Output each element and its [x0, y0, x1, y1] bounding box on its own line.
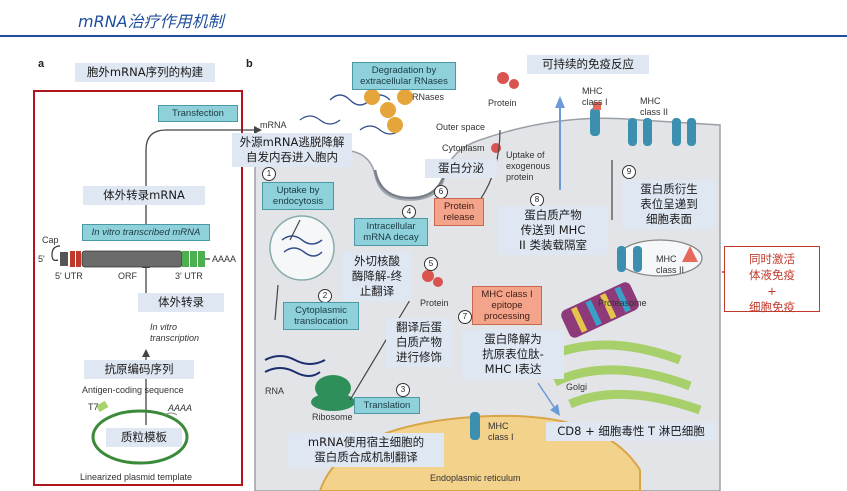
antigen-label: Antigen-coding sequence	[82, 385, 184, 395]
panel-a-label: a	[38, 58, 45, 70]
five-utr-label: 5' UTR	[55, 271, 83, 281]
mhc2-cell-label: MHC class II	[656, 254, 685, 275]
nuclease-cn-label: 外切核酸 酶降解-终 止翻译	[342, 252, 412, 301]
step-7-badge: 7	[458, 310, 472, 324]
result-line-1: 同时激活	[749, 252, 795, 266]
protein-release-box: Protein release	[434, 198, 484, 226]
mrna-label: mRNA	[260, 120, 287, 130]
plasmid-cn-label: 质粒模板	[106, 428, 182, 447]
mhc1-epitope-box: MHC class I epitope processing	[472, 286, 542, 325]
surface-cn-label: 蛋白质衍生 表位呈递到 细胞表面	[622, 180, 716, 229]
protein-mid-label: Protein	[420, 298, 449, 308]
page-title: mRNA治疗作用机制	[78, 12, 224, 31]
t7-label: T7	[88, 402, 99, 412]
step-5-badge: 5	[424, 257, 438, 271]
transfection-label: Transfection	[158, 105, 238, 122]
ivt-mrna-label: In vitro transcribed mRNA	[82, 224, 210, 241]
mhc1-top-label: MHC class I	[582, 86, 608, 107]
panel-a-frame	[33, 90, 243, 486]
cd8-label: CD8 + 细胞毒性 T 淋巴细胞	[546, 422, 716, 441]
result-plus: +	[767, 284, 777, 298]
panel-a-header: 胞外mRNA序列的构建	[75, 63, 215, 82]
step-9-badge: 9	[622, 165, 636, 179]
secretion-cn-label: 蛋白分泌	[425, 159, 497, 178]
golgi-label: Golgi	[566, 382, 588, 392]
sustained-immune-label: 可持续的免疫反应	[527, 55, 649, 74]
result-box: 同时激活 体液免疫 + 细胞免疫	[724, 246, 820, 314]
polya-label: AAAA	[212, 254, 237, 264]
mhc1-er-label: MHC class I	[488, 421, 514, 442]
step-4-badge: 4	[402, 205, 416, 219]
result-line-2: 体液免疫	[749, 268, 795, 282]
translation-box: Translation	[354, 397, 420, 414]
outer-space-label: Outer space	[436, 122, 486, 132]
plasmid-polya-label: AAAA	[168, 403, 193, 413]
ivt-label: In vitro transcription	[150, 322, 200, 343]
ptm-cn-label: 翻译后蛋 白质产物 进行修饰	[386, 318, 452, 367]
intracellular-decay-box: Intracellular mRNA decay	[354, 218, 428, 246]
step-2-badge: 2	[318, 289, 332, 303]
rnases-label: RNases	[412, 92, 445, 102]
cap-label: Cap	[42, 235, 59, 245]
orf-label: ORF	[118, 271, 137, 281]
cytoplasm-label: Cytoplasm	[442, 143, 485, 153]
rna-label: RNA	[265, 386, 285, 396]
panel-b-label: b	[246, 58, 253, 70]
er-label: Endoplasmic reticulum	[430, 473, 521, 483]
proteasome-label: Proteasome	[598, 298, 647, 308]
host-cn-label: mRNA使用宿主细胞的 蛋白质合成机制翻译	[288, 433, 444, 467]
uptake-endo-box: Uptake by endocytosis	[262, 182, 334, 210]
step-8-badge: 8	[530, 193, 544, 207]
step-3-badge: 3	[396, 383, 410, 397]
result-line-3: 细胞免疫	[749, 300, 795, 314]
degrade-cn-label: 蛋白降解为 抗原表位肽- MHC I表达	[462, 330, 564, 379]
protein-top-label: Protein	[488, 98, 517, 108]
ribosome-label: Ribosome	[312, 412, 353, 422]
ivt-mrna-cn-label: 体外转录mRNA	[83, 186, 205, 205]
three-utr-label: 3' UTR	[175, 271, 203, 281]
escape-cn-label: 外源mRNA逃脱降解 自发内吞进入胞内	[232, 133, 352, 167]
step-1-badge: 1	[262, 167, 276, 181]
step-6-badge: 6	[434, 185, 448, 199]
ivt-cn-label: 体外转录	[138, 293, 224, 312]
title-divider	[0, 35, 847, 37]
degradation-box: Degradation by extracellular RNases	[352, 62, 456, 90]
transfer-cn-label: 蛋白质产物 传送到 MHC II 类装载隔室	[498, 206, 608, 255]
five-prime-label: 5'	[38, 254, 45, 264]
plasmid-label: Linearized plasmid template	[80, 472, 193, 482]
uptake-exo-label: Uptake of exogenous protein	[506, 150, 551, 182]
antigen-cn-label: 抗原编码序列	[84, 360, 194, 379]
cyto-trans-box: Cytoplasmic translocation	[283, 302, 359, 330]
mhc2-top-label: MHC class II	[640, 96, 669, 117]
